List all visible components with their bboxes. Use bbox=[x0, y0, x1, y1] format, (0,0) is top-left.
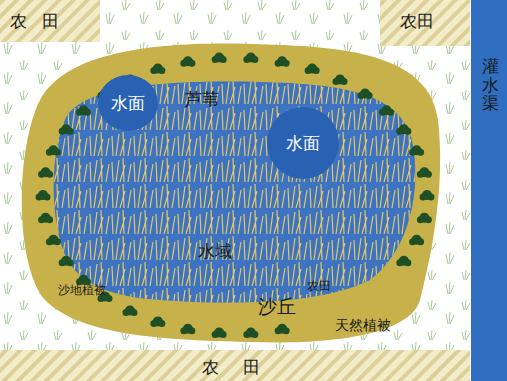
shrub bbox=[46, 235, 61, 246]
region-name: 农田 bbox=[400, 10, 434, 33]
open-water: 水面 bbox=[267, 107, 339, 179]
farmland-patch bbox=[380, 0, 470, 46]
shrub bbox=[275, 324, 290, 335]
shrub bbox=[180, 56, 195, 67]
map-label: 芦苇 bbox=[185, 88, 219, 111]
canal-label-box: 灌水渠 bbox=[480, 55, 501, 115]
shrub bbox=[59, 124, 74, 135]
farmland-patch bbox=[0, 0, 100, 42]
shrub bbox=[409, 235, 424, 246]
shrub bbox=[420, 190, 435, 201]
shrub bbox=[150, 64, 165, 75]
shrub bbox=[212, 52, 227, 63]
map-label: 农田 bbox=[307, 278, 331, 295]
farmland-patch bbox=[0, 350, 470, 381]
shrub bbox=[379, 105, 394, 116]
shrub bbox=[59, 256, 74, 267]
farmland-box: 农田 bbox=[8, 8, 61, 35]
shrub bbox=[243, 52, 258, 63]
shrub bbox=[36, 190, 51, 201]
shrub bbox=[212, 328, 227, 339]
region-name: 农田 bbox=[10, 10, 75, 33]
farmland-box: 农田 bbox=[200, 354, 262, 381]
shrub bbox=[150, 316, 165, 327]
region-name: 水面 bbox=[111, 92, 145, 115]
shrub bbox=[38, 167, 53, 178]
open-water: 水面 bbox=[98, 75, 158, 131]
shrub bbox=[358, 88, 373, 99]
shrub bbox=[417, 167, 432, 178]
shrub-row bbox=[36, 52, 435, 338]
farmland-box: 农田 bbox=[398, 8, 436, 35]
map-label: 水域 bbox=[198, 240, 232, 263]
shrub bbox=[417, 213, 432, 224]
shrub bbox=[305, 64, 320, 75]
map-label: 天然植被 bbox=[335, 317, 391, 335]
shrub bbox=[396, 124, 411, 135]
shrub bbox=[275, 56, 290, 67]
shrub bbox=[409, 145, 424, 156]
shrub bbox=[333, 74, 348, 85]
shrub bbox=[76, 105, 91, 116]
shrub bbox=[396, 256, 411, 267]
map-label: 沙地植被 bbox=[58, 282, 106, 299]
shrub bbox=[38, 213, 53, 224]
irrigation-canal bbox=[471, 0, 507, 381]
shrub bbox=[46, 145, 61, 156]
region-name: 农田 bbox=[202, 356, 284, 379]
shrub bbox=[243, 328, 258, 339]
region-name: 水面 bbox=[286, 132, 320, 155]
map-label: 沙丘 bbox=[258, 294, 296, 320]
shrub bbox=[180, 324, 195, 335]
shrub bbox=[122, 306, 137, 317]
region-name: 灌水渠 bbox=[482, 57, 499, 113]
sand-dune-ring bbox=[22, 44, 440, 343]
